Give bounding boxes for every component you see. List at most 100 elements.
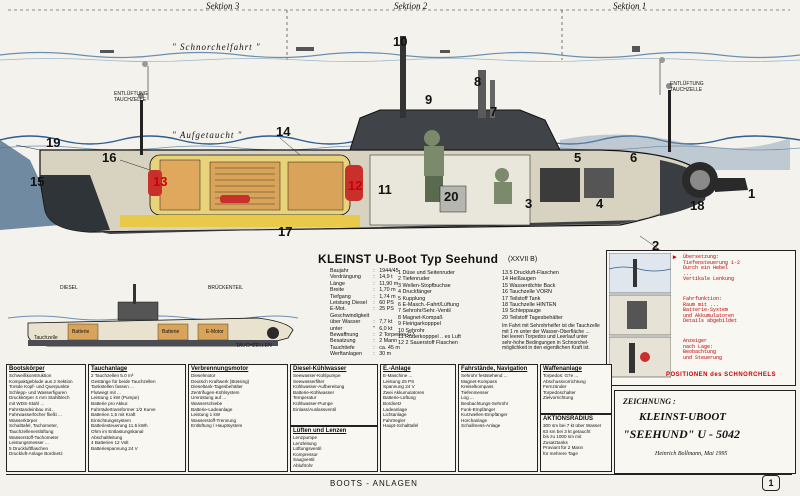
spec-value: 25 PS [379,306,394,313]
spec-key: Leistung Diesel [330,300,367,307]
callout-12: 12 [348,178,363,193]
title-block-title: KLEINST-UBOOT [639,411,726,423]
box-verbrennungsmotor: Verbrennungsmotor Dieselmotor Deutsch Kr… [188,364,288,472]
callout-13: 13 [153,174,168,189]
box-lueften-lenzen-body: Lenzpumpe Lenzleitung Lüftungsventil Kom… [293,435,322,468]
side-label-bridge: BRÜCKENTEIL [208,285,244,291]
spec-row: Tiefgang:1,74 m [328,294,416,300]
title-block-author: Heinrich Bollmann, Mai 1995 [655,451,728,457]
snorkel-positions-panel: ▸ Übersetzung: Tiefensteuerung 1-2 Durch… [606,250,796,386]
page-number: 1 [762,475,780,491]
spec-key: Bewaffnung [330,332,359,339]
spec-value: 1944/45 [379,268,399,274]
spec-key: Besatzung [330,338,356,345]
side-view-drawing [8,284,298,347]
snorkel-positions-caption: POSITIONEN des SCHNORCHELS [666,372,777,378]
section-3-label: Sektion 3 [206,1,240,11]
callout-8: 8 [474,74,482,89]
spec-value: 1,74 m [379,293,396,300]
spec-sep: " [373,325,376,332]
callout-15: 15 [30,174,45,189]
spec-row: Verdrängung:14,9 t [328,274,416,280]
snorkel-panel-2-text: Fahrfunktion: Raum mit ... Batterie-Syst… [683,296,738,325]
callout-20: 20 [444,189,459,204]
spec-key: Breite [330,287,345,294]
box-bootskoerper: Bootskörper Schweißkonstruktion Kompaktg… [6,364,86,472]
box-aktionsradius-head: AKTIONSRADIUS [543,416,594,422]
spec-row: Länge:11,90 m [328,281,416,287]
box-verbrennungsmotor-body: Dieselmotor Deutsch Kraftwerk (Büssing) … [191,373,250,429]
spec-row: Baujahr:1944/45 [328,268,416,274]
callout-11: 11 [378,182,392,197]
spec-value: ca. 45 m [379,344,400,351]
side-label-tanks: TAUCHZELLEN [236,343,272,349]
box-diesel-kuehlwasser: Diesel-Kühlwasser Seewasser-Kühlpumpe Se… [290,364,378,426]
spec-sep: : [373,268,375,274]
spec-sep: : [373,274,375,281]
spec-row: unter "6,0 kt [328,326,416,332]
box-tauchanlage-head: Tauchanlage [91,366,128,372]
box-tauchanlage: Tauchanlage 2 Tauchzellen 5.0 m³ Gestäng… [88,364,186,472]
spec-key: Tauchtiefe [330,344,355,351]
box-lueften-lenzen: Lüften und Lenzen Lenzpumpe Lenzleitung … [290,426,378,472]
spec-value: 30 m [379,351,392,358]
spec-value: 2 Torpedos G7 [379,332,415,339]
box-aktionsradius: AKTIONSRADIUS 300 sm bei 7 kt über Wasse… [540,414,612,472]
title-block-name: "SEEHUND" U - 5042 [623,427,740,441]
spec-sep: : [373,287,375,294]
spec-key: Verdrängung [330,274,361,281]
spec-sep: : [373,300,375,307]
footer-bar [6,474,792,493]
snorkel-panel-3-text: Anzeiger nach Lage: Beobachtung und Steu… [683,338,723,361]
box-navigation-body: Sehrohr feststehend ... Magnet-Kompass K… [461,373,509,429]
spec-key: Geschwindigkeit [330,312,370,319]
callout-17: 17 [278,224,293,239]
box-diesel-kuehlwasser-body: Seewasser-Kühlpumpe Seewasserfilter Kühl… [293,373,345,412]
callout-14: 14 [276,124,291,139]
callout-1: 1 [748,186,756,201]
legend-note: Im Fahrt mit Sehrohrhelfer ist die Tauch… [502,323,600,352]
box-waffenanlage-head: Waffenanlage [543,366,582,372]
box-verbrennungsmotor-head: Verbrennungsmotor [191,366,249,372]
spec-row: über Wasser:7,7 kt [328,319,416,325]
spec-sep: : [373,319,375,326]
spec-key: unter [330,325,343,332]
callout-18: 18 [690,198,705,213]
section-1-label: Sektion 1 [613,1,647,11]
box-tauchanlage-body: 2 Tauchzellen 5.0 m³ Gestänge für beide … [91,373,156,451]
spec-row: Besatzung:2 Mann [328,338,416,344]
callout-4: 4 [596,196,604,211]
box-diesel-kuehlwasser-head: Diesel-Kühlwasser [293,366,347,372]
callout-2: 2 [652,238,660,253]
box-waffenanlage-body: Torpedos: G7e ... Abschussvorrichtung Fe… [543,373,586,401]
main-title: KLEINST U-Boot Typ Seehund [318,252,499,266]
box-navigation-head: Fahrstände, Navigation [461,366,528,372]
spec-sep: : [373,280,375,287]
callout-6: 6 [630,150,638,165]
spec-key: Baujahr [330,268,349,274]
callout-16: 16 [102,150,117,165]
spec-row: Tauchtiefe: ca. 45 m [328,345,416,351]
spec-sep: : [373,306,375,313]
side-label-battery-1: Batterie [72,329,90,335]
side-label-diesel: DIESEL [60,285,78,291]
spec-key: über Wasser [330,319,361,326]
title-block-label: ZEICHNUNG : [623,397,676,406]
spec-value: 6,0 kt [379,325,393,332]
box-aktionsradius-body: 300 sm bei 7 kt über Wasser 63 sm bei 3 … [543,423,602,456]
box-lueften-lenzen-head: Lüften und Lenzen [293,428,347,434]
box-e-anlage-body: E-Maschine ... Leistung 25 PS Spannung 2… [383,373,425,429]
spec-row: E-Mot.:25 PS [328,306,416,312]
spec-row: Werftanlagen:30 m [328,351,416,357]
box-e-anlage: E.-Anlage E-Maschine ... Leistung 25 PS … [380,364,456,472]
spec-sep: : [373,344,375,351]
box-e-anlage-head: E.-Anlage [383,366,411,372]
spec-sep: : [373,351,375,358]
spec-value: 2 Mann [379,338,398,345]
spec-value: 1,70 m [379,287,396,294]
footer-title: BOOTS - ANLAGEN [330,479,418,488]
title-block: ZEICHNUNG : KLEINST-UBOOT "SEEHUND" U - … [614,390,796,474]
callout-9: 9 [425,92,433,107]
